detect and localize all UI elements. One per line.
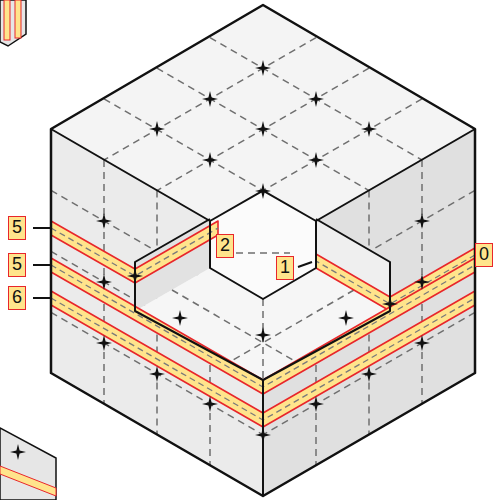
callout-number: 2 <box>216 234 234 258</box>
callout-number: 5 <box>8 216 26 240</box>
leader-line <box>33 228 312 298</box>
callout-number: 1 <box>276 256 294 280</box>
neighbour-fragment <box>0 0 56 500</box>
callout-number: 5 <box>8 253 26 277</box>
cube-outline <box>51 5 475 496</box>
vertex-star <box>96 60 430 443</box>
cube-edge <box>51 129 475 496</box>
callout-number: 6 <box>8 286 26 310</box>
top-face <box>51 5 475 221</box>
callout-number: 0 <box>475 243 493 267</box>
top-grid <box>104 38 422 191</box>
